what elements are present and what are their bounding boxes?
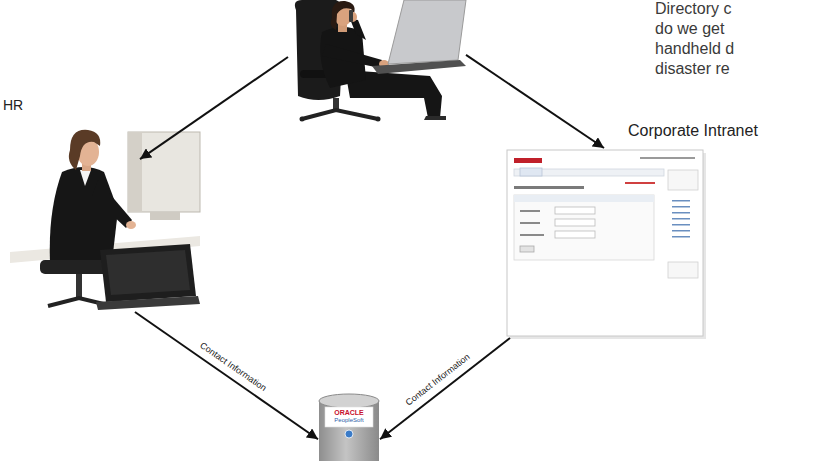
hr-figure: HR — [0, 92, 140, 312]
edge-label: Contact Information — [402, 350, 474, 409]
woman-on-phone-illustration-part — [376, 117, 381, 122]
cylinder-top — [319, 394, 379, 408]
intranet-screenshot-part — [514, 195, 654, 260]
database-cylinder: ORACLEPeopleSoft — [318, 393, 380, 461]
logo-label — [325, 407, 373, 427]
intranet-screenshot-part — [668, 262, 698, 278]
intranet-screenshot-part — [520, 246, 534, 252]
hr-woman-illustration-part — [50, 167, 118, 262]
intranet-screenshot-part — [514, 186, 584, 189]
hr-woman-illustration-part — [150, 212, 180, 220]
hr-woman-illustration-part — [128, 132, 200, 212]
hr-woman-illustration-part — [126, 221, 136, 229]
note-text: Directory c — [655, 0, 731, 19]
intranet-screenshot-part — [672, 230, 690, 232]
intranet-screenshot-part — [507, 150, 703, 336]
node-heading: Corporate Intranet — [628, 121, 758, 140]
woman-on-phone-illustration-part — [388, 0, 466, 64]
note-text: do we get — [655, 19, 724, 39]
intranet-screenshot-part — [555, 207, 595, 214]
flow-arrow — [140, 57, 288, 159]
intranet-screenshot-part — [514, 195, 654, 202]
woman-on-phone-illustration-part — [322, 44, 382, 68]
intranet-screenshot-part — [514, 158, 542, 163]
person-figure — [288, 0, 466, 122]
woman-on-phone-illustration-part — [302, 110, 378, 119]
flow-arrow — [380, 338, 510, 439]
woman-on-phone-illustration-part — [350, 19, 366, 40]
intranet-screenshot-part — [668, 170, 698, 190]
hr-woman-illustration-part — [96, 296, 200, 310]
woman-on-phone-illustration-part — [300, 117, 305, 122]
woman-on-phone-illustration — [295, 0, 466, 122]
intranet-screenshot-part — [520, 168, 542, 176]
hr-woman-illustration — [10, 130, 200, 310]
intranet-screenshot-part — [520, 222, 540, 224]
intranet-screenshot-part — [640, 157, 695, 159]
woman-on-phone-illustration-part — [424, 116, 446, 120]
intranet-screenshot-part — [672, 236, 690, 238]
intranet-page: Corporate Intranet — [505, 148, 705, 338]
hr-woman-illustration-part — [128, 132, 142, 212]
woman-on-phone-illustration-part — [372, 60, 466, 74]
intranet-screenshot-part — [672, 218, 690, 220]
hr-woman-illustration-part — [80, 170, 91, 186]
intranet-screenshot-part — [625, 182, 655, 184]
intranet-screenshot-part — [514, 169, 664, 176]
intranet-screenshot-part — [555, 219, 595, 226]
cylinder-body — [319, 401, 379, 461]
flow-arrow — [466, 55, 604, 148]
database-shape — [318, 393, 380, 461]
intranet-screenshot-part — [520, 234, 544, 236]
flow-arrow — [135, 312, 318, 439]
woman-on-phone-illustration-part — [349, 10, 353, 22]
intranet-screenshot-part — [555, 231, 595, 238]
logo-text: PeopleSoft — [334, 417, 363, 424]
note-text: disaster re — [655, 59, 730, 79]
intranet-screenshot-part — [672, 206, 690, 208]
note-block: Directory cdo we gethandheld ddisaster r… — [655, 0, 734, 79]
logo-globe — [345, 430, 353, 438]
intranet-screenshot — [507, 150, 706, 339]
intranet-screenshot-part — [672, 224, 690, 226]
note-text: handheld d — [655, 39, 734, 59]
hr-woman-illustration-part — [100, 244, 196, 302]
logo-text: ORACLE — [334, 409, 364, 417]
hr-woman-illustration-part — [106, 250, 190, 295]
hr-woman-illustration-part — [69, 130, 100, 170]
hr-woman-illustration-part — [92, 180, 132, 228]
intranet-screenshot-part — [520, 210, 540, 212]
intranet-screenshot-part — [672, 212, 690, 214]
woman-on-phone-illustration-part — [331, 1, 355, 30]
node-heading: HR — [3, 97, 23, 113]
edge-label: Contact Information — [196, 339, 270, 395]
intranet-screenshot-part — [672, 200, 690, 202]
